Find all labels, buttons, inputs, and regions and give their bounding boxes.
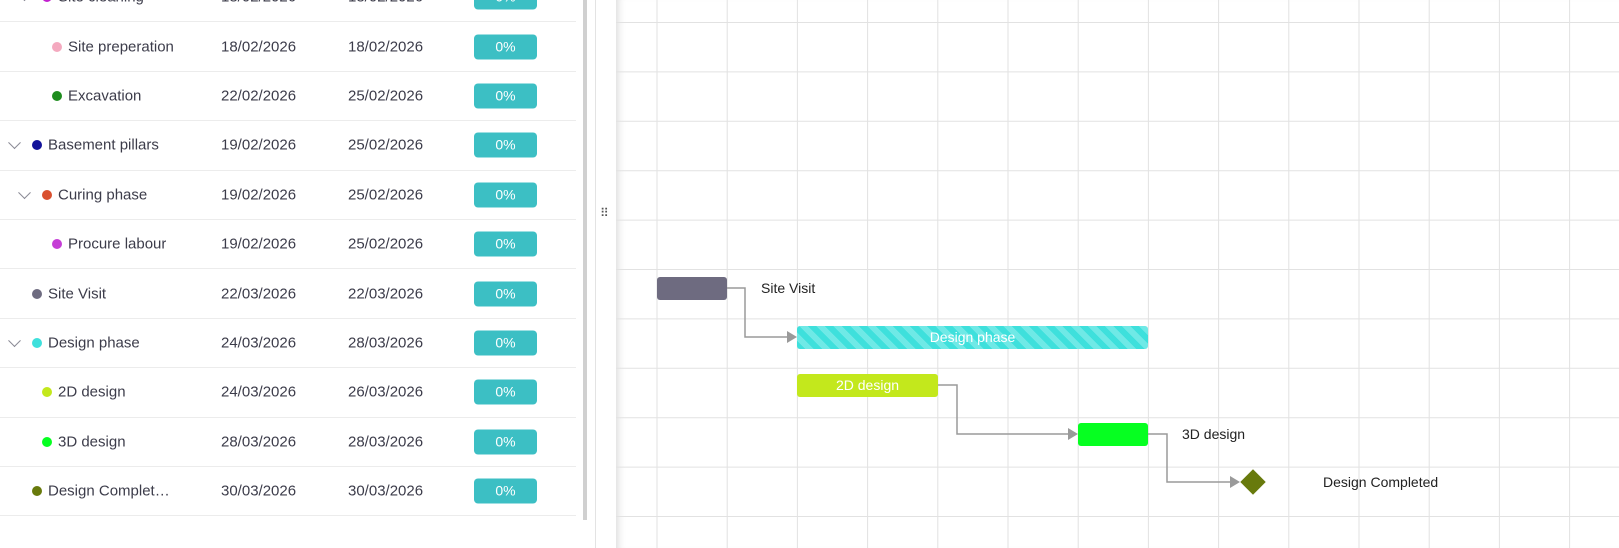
bar-3d-design[interactable] (1078, 423, 1148, 446)
task-start-date: 24/03/2026 (221, 383, 297, 401)
task-progress-badge: 0% (474, 34, 537, 60)
task-start-date: 19/02/2026 (221, 186, 297, 204)
label-design-completed: Design Completed (1323, 474, 1439, 490)
task-end-date: 30/03/2026 (348, 482, 424, 500)
task-progress-badge: 0% (474, 0, 537, 10)
task-start-date: 28/03/2026 (221, 433, 297, 451)
bar-site-visit[interactable] (657, 277, 727, 300)
task-row[interactable]: Design phase 24/03/2026 28/03/2026 0% (0, 319, 576, 369)
task-end-date: 22/03/2026 (348, 285, 424, 303)
task-progress-badge: 0% (474, 83, 537, 109)
task-color-dot (42, 189, 52, 200)
task-end-date: 25/02/2026 (348, 235, 424, 253)
task-color-dot (52, 90, 62, 101)
task-start-date: 19/02/2026 (221, 235, 297, 253)
task-progress-badge: 0% (474, 132, 537, 158)
arrow-icon (787, 331, 797, 343)
task-start-date: 22/03/2026 (221, 285, 297, 303)
task-start-date: 19/02/2026 (221, 136, 297, 154)
task-row[interactable]: 2D design 24/03/2026 26/03/2026 0% (0, 368, 576, 418)
splitter[interactable] (595, 0, 596, 548)
task-color-dot (32, 288, 42, 299)
task-name: Procure labour (68, 235, 167, 253)
chevron-down-icon[interactable] (18, 0, 31, 2)
task-row[interactable]: 3D design 28/03/2026 28/03/2026 0% (0, 418, 576, 467)
task-progress-badge: 0% (474, 231, 537, 257)
bar-2d-design[interactable]: 2D design (797, 374, 938, 397)
chevron-down-icon[interactable] (8, 334, 21, 348)
task-progress-badge: 0% (474, 182, 537, 208)
task-row[interactable]: Procure labour 19/02/2026 25/02/2026 0% (0, 220, 576, 270)
task-name: 3D design (58, 433, 126, 451)
chevron-down-icon[interactable] (18, 186, 31, 199)
task-progress-badge: 0% (474, 281, 537, 307)
label-3d-design: 3D design (1182, 426, 1246, 442)
task-progress-badge: 0% (474, 429, 537, 455)
task-start-date: 24/03/2026 (221, 334, 297, 352)
task-start-date: 18/02/2026 (221, 38, 297, 56)
task-color-dot (42, 387, 52, 398)
task-start-date: 22/02/2026 (221, 87, 297, 105)
task-color-dot (42, 0, 52, 3)
task-row[interactable]: Design Complet… 30/03/2026 30/03/2026 0% (0, 467, 576, 517)
dependency-connector (727, 287, 787, 338)
task-name: 2D design (58, 383, 126, 401)
chart-grid (616, 0, 1619, 548)
task-end-date: 18/02/2026 (348, 0, 423, 6)
dependency-connector (938, 384, 1068, 435)
task-grid: Site cleaning18/02/202618/02/20260%Site … (0, 0, 580, 548)
chevron-down-icon[interactable] (8, 136, 21, 150)
gantt-chart: Site Visit Design phase 2D design 3D des… (616, 0, 1619, 548)
task-row[interactable]: Curing phase 19/02/2026 25/02/2026 0% (0, 171, 576, 220)
label-site-visit: Site Visit (761, 280, 816, 296)
task-end-date: 28/03/2026 (348, 433, 424, 451)
task-end-date: 25/02/2026 (348, 136, 424, 154)
grid-scrollbar[interactable] (583, 0, 587, 520)
task-end-date: 25/02/2026 (348, 186, 424, 204)
task-progress-badge: 0% (474, 379, 537, 405)
task-name: Site Visit (48, 285, 107, 303)
task-start-date: 30/03/2026 (221, 482, 297, 500)
arrow-icon (1230, 476, 1240, 488)
task-name: Site preperation (68, 38, 174, 56)
task-end-date: 18/02/2026 (348, 38, 424, 56)
task-color-dot (52, 239, 62, 250)
task-row[interactable]: Excavation 22/02/2026 25/02/2026 0% (0, 72, 576, 122)
task-color-dot (32, 486, 42, 497)
task-name: Design phase (48, 334, 140, 352)
task-name: Curing phase (58, 186, 148, 204)
task-end-date: 26/03/2026 (348, 383, 424, 401)
task-row[interactable]: Site cleaning 18/02/2026 18/02/2026 0% (0, 0, 576, 23)
task-progress-badge: 0% (474, 330, 537, 356)
task-color-dot (32, 337, 42, 348)
task-row[interactable]: Site Visit 22/03/2026 22/03/2026 0% (0, 269, 576, 319)
bar-design-phase[interactable]: Design phase (797, 326, 1148, 349)
task-end-date: 28/03/2026 (348, 334, 424, 352)
dependency-connector (1148, 433, 1230, 483)
task-name: Design Complet… (48, 482, 170, 500)
task-name: Site cleaning (58, 0, 144, 6)
task-row[interactable]: Site preperation 18/02/2026 18/02/2026 0% (0, 22, 576, 72)
task-start-date: 18/02/2026 (221, 0, 296, 6)
task-name: Excavation (68, 87, 142, 105)
task-progress-badge: 0% (474, 478, 537, 504)
task-row[interactable]: Basement pillars 19/02/2026 25/02/2026 0% (0, 121, 576, 171)
task-color-dot (42, 436, 52, 447)
task-name: Basement pillars (48, 136, 159, 154)
task-end-date: 25/02/2026 (348, 87, 424, 105)
task-color-dot (32, 140, 42, 151)
splitter-grip-icon[interactable]: ⠿ (600, 206, 609, 220)
task-color-dot (52, 41, 62, 52)
arrow-icon (1068, 428, 1078, 440)
